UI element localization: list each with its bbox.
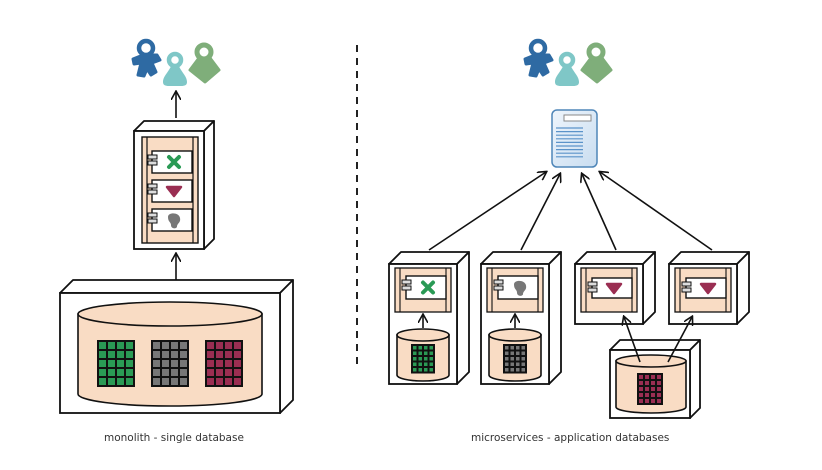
database-table-icon	[205, 340, 243, 387]
user-star-icon	[131, 38, 162, 78]
triangle-symbol-icon	[165, 185, 183, 198]
component-tab	[147, 189, 158, 195]
component-tab	[147, 183, 158, 189]
component-card	[401, 275, 447, 300]
component-tab	[147, 160, 158, 166]
service-gray	[480, 251, 562, 385]
user-star-icon	[523, 38, 554, 78]
arrow-shared-db-to-service	[667, 317, 692, 363]
component-card	[147, 150, 193, 174]
arrow-service-to-frontend	[582, 174, 617, 251]
user-pawn-icon	[163, 51, 187, 86]
database-table-icon	[151, 340, 189, 387]
frontend-page-icon	[551, 109, 598, 168]
microservices-caption: microservices - application databases	[471, 432, 670, 444]
triangle-symbol-icon	[699, 282, 717, 295]
database-table-icon	[411, 344, 435, 374]
service-green	[388, 251, 470, 385]
database-table-icon	[503, 344, 527, 374]
component-card	[147, 208, 193, 232]
arrow-service-to-frontend	[428, 172, 546, 251]
component-tab	[493, 279, 504, 285]
monolith-caption: monolith - single database	[104, 432, 244, 444]
user-pin-icon	[188, 42, 221, 84]
arrow-shared-db-to-service	[624, 317, 641, 363]
component-tab	[147, 218, 158, 224]
monolith-app-server	[133, 120, 215, 250]
cross-symbol-icon	[167, 155, 181, 169]
component-card	[147, 179, 193, 203]
microservices-section	[388, 38, 750, 419]
component-tab	[587, 287, 598, 293]
component-card	[681, 277, 727, 299]
blob-symbol-icon	[168, 213, 181, 229]
component-card	[493, 275, 539, 300]
user-pin-icon	[580, 42, 613, 84]
component-tab	[587, 281, 598, 287]
component-tab	[493, 285, 504, 291]
component-tab	[681, 281, 692, 287]
arrow-service-to-frontend	[520, 174, 560, 251]
component-tab	[681, 287, 692, 293]
component-tab	[401, 279, 412, 285]
monolith-db-server	[59, 279, 294, 414]
component-tab	[147, 154, 158, 160]
shared-db-server	[609, 339, 701, 419]
component-tab	[147, 212, 158, 218]
triangle-symbol-icon	[605, 282, 623, 295]
database-table-icon	[97, 340, 135, 387]
service-crimson-1	[574, 251, 656, 325]
user-pawn-icon	[555, 51, 579, 86]
blob-symbol-icon	[514, 280, 527, 296]
cross-symbol-icon	[421, 280, 435, 295]
service-crimson-2	[668, 251, 750, 325]
component-tab	[401, 285, 412, 291]
component-card	[587, 277, 633, 299]
monolith-section	[59, 38, 294, 414]
database-table-icon	[637, 373, 663, 405]
arrow-service-to-frontend	[600, 172, 713, 251]
